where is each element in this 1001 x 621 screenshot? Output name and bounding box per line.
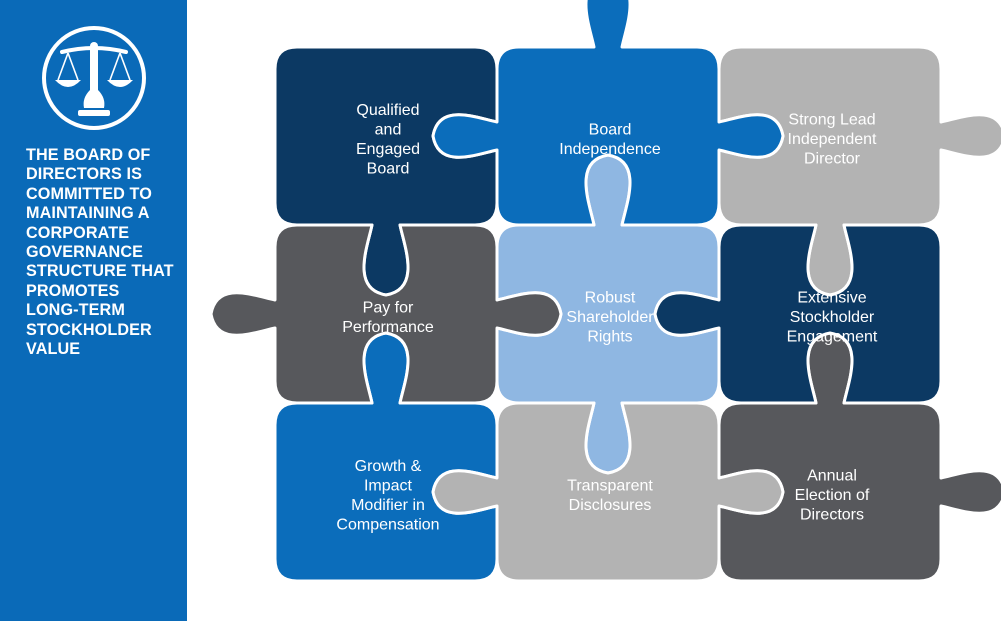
puzzle-piece-shape (209, 223, 563, 405)
puzzle-piece-transparent-disclosures (431, 401, 785, 583)
piece-label-line: Growth & (355, 458, 422, 475)
piece-label-line: Annual (807, 468, 857, 485)
piece-label-line: Performance (342, 319, 434, 336)
piece-label-line: Impact (364, 477, 413, 494)
piece-label-line: Stockholder (790, 309, 875, 326)
piece-label-line: Independent (788, 131, 878, 148)
piece-label-line: Qualified (356, 102, 419, 119)
piece-label-line: Directors (800, 507, 864, 524)
piece-label-line: Director (804, 151, 861, 168)
piece-label-line: Extensive (797, 290, 866, 307)
piece-label-line: Transparent (567, 477, 653, 494)
puzzle-piece-board-independence (431, 0, 785, 227)
puzzle-piece-shape (653, 223, 943, 405)
piece-label-line: Engagement (787, 329, 878, 346)
piece-label-line: Election of (795, 487, 870, 504)
piece-label-line: Engaged (356, 141, 420, 158)
piece-label-line: Compensation (336, 516, 439, 533)
piece-label-line: Disclosures (569, 497, 652, 514)
piece-label-line: Strong Lead (788, 112, 875, 129)
piece-label-line: Pay for (363, 299, 414, 316)
scales-of-justice-icon (42, 26, 146, 130)
puzzle-piece-extensive-stockholder-engagement (653, 223, 943, 405)
piece-label-line: Modifier in (351, 497, 425, 514)
piece-label-line: Robust (585, 290, 636, 307)
piece-label-line: Independence (559, 141, 661, 158)
piece-label-line: Board (589, 121, 632, 138)
side-panel: THE BOARD OF DIRECTORS IS COMMITTED TO M… (0, 0, 187, 621)
piece-label-line: Board (367, 160, 410, 177)
governance-statement: THE BOARD OF DIRECTORS IS COMMITTED TO M… (26, 146, 174, 359)
puzzle-piece-shape (431, 0, 785, 227)
piece-label-line: Shareholder (566, 309, 654, 326)
piece-label-line: Rights (587, 329, 632, 346)
puzzle-piece-pay-for-performance (209, 223, 563, 405)
puzzle-piece-shape (431, 401, 785, 583)
piece-label-line: and (375, 121, 402, 138)
